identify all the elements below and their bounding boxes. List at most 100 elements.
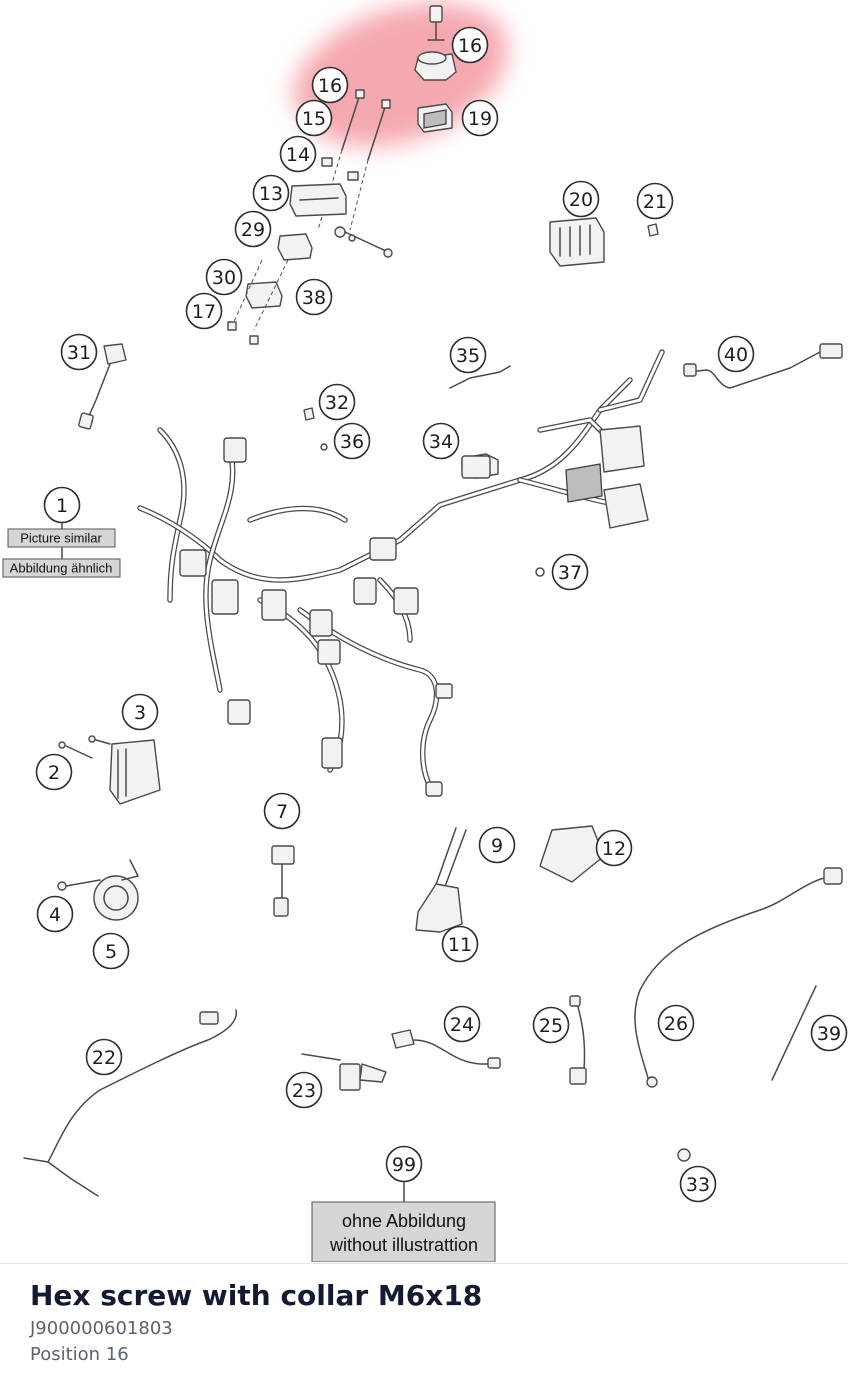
callout-25: 25 — [532, 1006, 570, 1044]
callout-circle — [121, 693, 159, 731]
callout-11: 11 — [441, 925, 479, 963]
part-info-panel: Hex screw with collar M6x18 J90000060180… — [30, 1276, 482, 1368]
callout-label: 38 — [302, 287, 326, 309]
callout-21: 21 — [636, 182, 674, 220]
callout-circle — [60, 333, 98, 371]
part-number: J900000601803 — [30, 1318, 173, 1339]
without-illustration-text: without illustrattion — [329, 1235, 478, 1255]
terminal-22 — [199, 1011, 219, 1025]
callout-circle — [478, 826, 516, 864]
callout-circle — [562, 180, 600, 218]
callout-32: 32 — [318, 383, 356, 421]
callout-circle — [385, 1145, 423, 1183]
callout-circle — [285, 1071, 323, 1109]
callout-circle — [636, 182, 674, 220]
callout-label: 15 — [302, 108, 326, 130]
part-title: Hex screw with collar M6x18 — [30, 1279, 483, 1312]
callout-circle — [449, 336, 487, 374]
callout-5: 5 — [92, 932, 130, 970]
horn-5 — [57, 859, 139, 921]
callout-label: 22 — [92, 1047, 116, 1069]
adapter-cable-7 — [271, 845, 295, 917]
callout-circle — [461, 99, 499, 137]
callout-38: 38 — [295, 278, 333, 316]
fuse-box — [549, 217, 659, 267]
callout-29: 29 — [234, 210, 272, 248]
callout-19: 19 — [461, 99, 499, 137]
callout-circle — [85, 1038, 123, 1076]
callout-circle — [295, 278, 333, 316]
cable-26 — [634, 875, 839, 1079]
callout-label: 12 — [602, 838, 626, 860]
callout-1: 1 — [43, 486, 81, 524]
callout-40: 40 — [717, 335, 755, 373]
callout-circle — [595, 829, 633, 867]
sensor-cable-24 — [391, 1029, 501, 1069]
callout-16: 16 — [311, 66, 349, 104]
callout-circle — [532, 1006, 570, 1044]
callout-circle — [443, 1005, 481, 1043]
callout-label: 21 — [643, 191, 667, 213]
callout-circle — [441, 925, 479, 963]
callout-15: 15 — [295, 99, 333, 137]
callout-circle — [810, 1014, 848, 1052]
callout-16: 16 — [451, 26, 489, 64]
callout-label: 1 — [56, 495, 68, 517]
callout-circle — [36, 895, 74, 933]
callout-label: 99 — [392, 1154, 416, 1176]
callout-label: 7 — [276, 801, 288, 823]
sensor-31 — [78, 343, 127, 430]
main-wiring-harness — [137, 349, 665, 797]
callout-24: 24 — [443, 1005, 481, 1043]
cable-25 — [569, 995, 587, 1085]
divider — [0, 1263, 848, 1264]
exploded-parts-diagram: 1616151914132930173820213135403236341373… — [2, 3, 848, 1262]
callout-label: 14 — [286, 144, 310, 166]
callout-2: 2 — [35, 753, 73, 791]
callout-circle — [279, 135, 317, 173]
callout-circle — [43, 486, 81, 524]
callout-circle — [252, 174, 290, 212]
callout-3: 3 — [121, 693, 159, 731]
callout-label: 2 — [48, 762, 60, 784]
callout-label: 33 — [686, 1174, 710, 1196]
relay-bracket-assembly — [227, 5, 457, 345]
callout-34: 34 — [422, 422, 460, 460]
callout-12: 12 — [595, 829, 633, 867]
part-position: Position 16 — [30, 1344, 129, 1365]
callout-label: 9 — [491, 835, 503, 857]
callout-label: 5 — [105, 941, 117, 963]
abbildung-aehnlich-text: Abbildung ähnlich — [10, 561, 113, 576]
terminal-26 — [823, 867, 843, 885]
callout-circle — [318, 383, 356, 421]
nut-36 — [320, 443, 328, 451]
callout-label: 32 — [325, 392, 349, 414]
callout-circle — [295, 99, 333, 137]
bracket-35 — [449, 365, 511, 389]
callout-circle — [263, 792, 301, 830]
callout-label: 3 — [134, 702, 146, 724]
harness-23 — [301, 1053, 387, 1091]
callout-33: 33 — [679, 1165, 717, 1203]
without-illustration-note: ohne Abbildung without illustrattion — [311, 1201, 496, 1262]
grommet-33 — [677, 1148, 691, 1162]
callout-circle — [234, 210, 272, 248]
callout-31: 31 — [60, 333, 98, 371]
picture-similar-text: Picture similar — [20, 531, 102, 546]
harness-40 — [683, 343, 843, 389]
callout-30: 30 — [205, 258, 243, 296]
picture-similar-note: Picture similar Abbildung ähnlich — [2, 528, 121, 578]
callout-20: 20 — [562, 180, 600, 218]
callout-37: 37 — [551, 553, 589, 591]
callout-circle — [185, 292, 223, 330]
callout-circle — [679, 1165, 717, 1203]
callout-36: 36 — [333, 422, 371, 460]
callout-label: 24 — [450, 1014, 474, 1036]
callout-circle — [551, 553, 589, 591]
cable-22 — [23, 1009, 238, 1197]
callout-99: 99 — [385, 1145, 423, 1183]
callout-4: 4 — [36, 895, 74, 933]
callout-13: 13 — [252, 174, 290, 212]
callout-label: 39 — [817, 1023, 841, 1045]
